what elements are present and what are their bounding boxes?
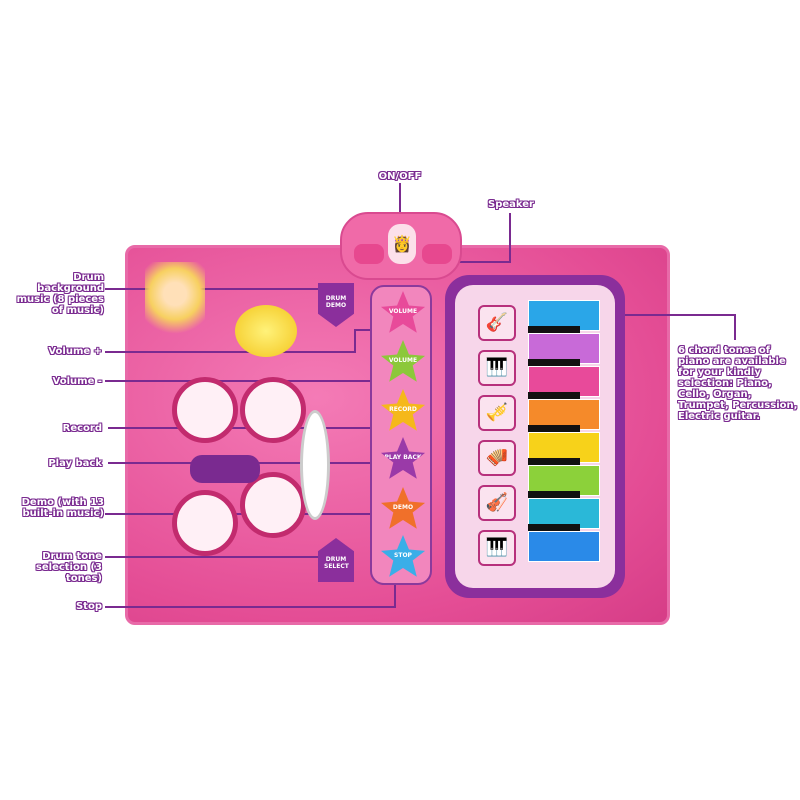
piano-icon[interactable]: 🎹 [478,530,516,566]
play-back-label: PLAY BACK [384,454,422,461]
callout-stop: Stop [75,601,102,612]
bass-drum [300,410,330,520]
record-button[interactable]: RECORD [380,389,426,431]
speaker-icon [422,244,452,264]
drum-pad[interactable] [240,377,306,443]
piano-key[interactable] [528,300,600,331]
piano-key[interactable] [528,531,600,562]
callout-volume-plus: Volume + [48,346,102,357]
stop-label: STOP [394,552,412,559]
callout-volume-minus: Volume - [52,376,102,387]
volume-plus-label: VOLUME [388,308,418,315]
drum-pad[interactable] [172,490,238,556]
callout-on-off: ON/OFF [378,171,422,182]
princess-illustration [145,262,205,342]
volume-plus-button[interactable]: VOLUME [380,291,426,333]
control-pod: 👸 [340,212,462,280]
electric-guitar-icon[interactable]: 🎸 [478,305,516,341]
percussion-icon[interactable]: 🎹 [478,350,516,386]
piano-key[interactable] [528,399,600,430]
demo-button[interactable]: DEMO [380,487,426,529]
callout-drum-tone: Drum tone selection (3 tones) [35,551,102,584]
function-button-column: VOLUME VOLUME RECORD PLAY BACK DEMO STOP [370,285,432,585]
piano-black-key[interactable] [528,392,580,403]
drum-pad[interactable] [172,377,238,443]
piano-black-key[interactable] [528,359,580,370]
callout-speaker: Speaker [488,199,534,210]
callout-drum-background: Drum background music (8 pieces of music… [16,272,104,316]
organ-icon[interactable]: 🪗 [478,440,516,476]
drum-select-label: DRUM SELECT [324,556,349,570]
record-label: RECORD [389,406,417,413]
trumpet-icon[interactable]: 🎺 [478,395,516,431]
cymbal [235,305,297,357]
callout-record: Record [62,423,102,434]
piano-key[interactable] [528,366,600,397]
guitar-icon [190,455,260,483]
piano-black-key[interactable] [528,425,580,436]
drum-pad[interactable] [240,472,306,538]
callout-demo: Demo (with 13 built-in music) [21,497,104,519]
demo-label: DEMO [392,504,414,511]
drum-demo-label: DRUM DEMO [325,295,347,309]
piano-black-key[interactable] [528,326,580,337]
piano-black-key[interactable] [528,491,580,502]
on-off-button[interactable]: 👸 [388,224,416,264]
play-back-button[interactable]: PLAY BACK [380,437,426,479]
speaker-icon [354,244,384,264]
callout-chord-tones: 6 chord tones of piano are available for… [678,345,798,422]
piano-black-key[interactable] [528,458,580,469]
volume-minus-label: VOLUME [388,357,418,364]
cello-icon[interactable]: 🎻 [478,485,516,521]
stop-button[interactable]: STOP [380,535,426,577]
piano-black-key[interactable] [528,524,580,535]
volume-minus-button[interactable]: VOLUME [380,340,426,382]
callout-play-back: Play back [48,458,102,469]
